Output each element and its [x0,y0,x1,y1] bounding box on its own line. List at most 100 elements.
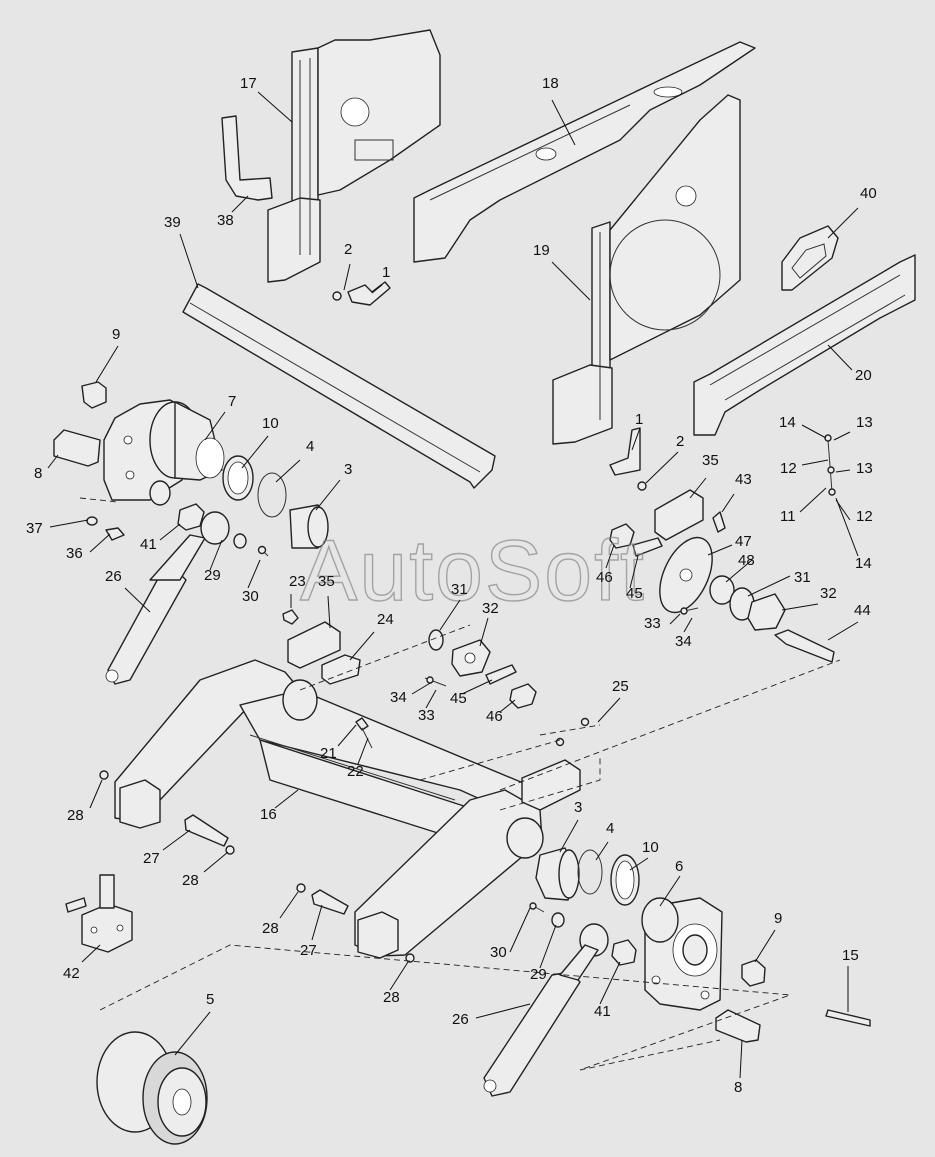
shaft-45-right [632,537,663,557]
leader-line [159,523,181,541]
shock-26-left [105,511,230,685]
bushing-46-right [609,523,635,549]
ring-4-left [257,472,287,518]
callout-label: 34 [675,633,692,650]
watermark: AutoSoft [300,523,646,619]
bolt-30-left [257,545,269,557]
ring-10-left [222,455,254,501]
callout-label: 4 [606,820,614,837]
pad-35-right [654,489,704,541]
callout-label: 30 [490,944,507,961]
callout-label: 36 [66,545,83,562]
bushing-41-right [611,939,637,966]
leader-line [179,233,199,289]
leader-line [174,1011,211,1056]
leader-line [337,724,357,747]
leader-line [95,345,119,383]
callout-label: 16 [260,806,277,823]
leader-lines [47,91,859,1079]
leader-line [801,459,829,466]
leader-line [629,555,639,589]
callout-label: 28 [67,807,84,824]
leader-line [247,559,261,589]
callout-label: 18 [542,75,559,92]
callout-label: 14 [779,414,796,431]
nut-23 [282,609,299,625]
callout-label: 2 [344,241,352,258]
callout-label: 1 [635,411,643,428]
callout-label: 25 [612,678,629,695]
bushing-46-left [509,683,537,709]
leader-line [349,631,375,661]
callout-label: 28 [383,989,400,1006]
leader-line [597,697,621,723]
callout-label: 9 [112,326,120,343]
callout-label: 41 [594,1003,611,1020]
callout-label: 23 [289,573,306,590]
callout-label: 32 [482,600,499,617]
leader-line [827,207,859,239]
callout-label: 10 [642,839,659,856]
callout-label: 44 [854,602,871,619]
bushing-41-left [177,503,205,531]
leader-line [257,91,293,123]
leader-line [204,411,226,441]
washer-29-right [551,912,565,928]
leader-line [231,195,249,213]
callout-label: 42 [63,965,80,982]
leader-line [747,575,791,597]
leader-line [479,617,489,647]
leader-line [725,559,753,583]
leader-line [659,875,681,907]
callout-label: 35 [318,573,335,590]
callout-label: 32 [820,585,837,602]
leader-line [599,961,621,1005]
pin-15 [825,1009,871,1027]
shaft-45-left [485,664,517,685]
leader-line [707,544,733,556]
callout-label: 31 [794,569,811,586]
callout-label: 24 [377,611,394,628]
callout-label: 19 [533,242,550,259]
link-11-14 [824,434,836,496]
callout-label: 37 [26,520,43,537]
leader-line [327,595,331,629]
leader-line [315,479,341,511]
callout-label: 43 [735,471,752,488]
callout-label: 28 [262,920,279,937]
callout-label: 12 [856,508,873,525]
hub-housing-7 [103,399,225,506]
bracket-1-upper [332,281,391,306]
leader-line [47,454,59,469]
frame-upright-19 [552,94,741,445]
leader-line [411,681,433,695]
callout-label: 3 [574,799,582,816]
axle-frame-16 [114,659,544,959]
callout-label: 29 [204,567,221,584]
pin-8-left [53,429,101,467]
leader-line [275,459,301,483]
leader-line [89,779,103,809]
callout-label: 33 [418,707,435,724]
plate-32-left [451,639,491,677]
leader-line [89,533,111,553]
ring-4-right [577,849,603,895]
leader-line [605,544,615,569]
bolt-33-34-left [424,676,447,687]
pad-35-left [287,621,341,669]
callout-label: 14 [855,555,872,572]
leader-line [81,944,101,963]
valve-42 [65,874,133,953]
callout-label: 30 [242,588,259,605]
leader-line [499,699,516,713]
callout-label: 45 [450,690,467,707]
bracket-38 [221,115,273,201]
callout-label: 31 [451,581,468,598]
callout-label: 5 [206,991,214,1008]
callout-label: 2 [676,433,684,450]
callout-label: 20 [855,367,872,384]
callout-label: 48 [738,552,755,569]
leader-line [425,689,437,709]
